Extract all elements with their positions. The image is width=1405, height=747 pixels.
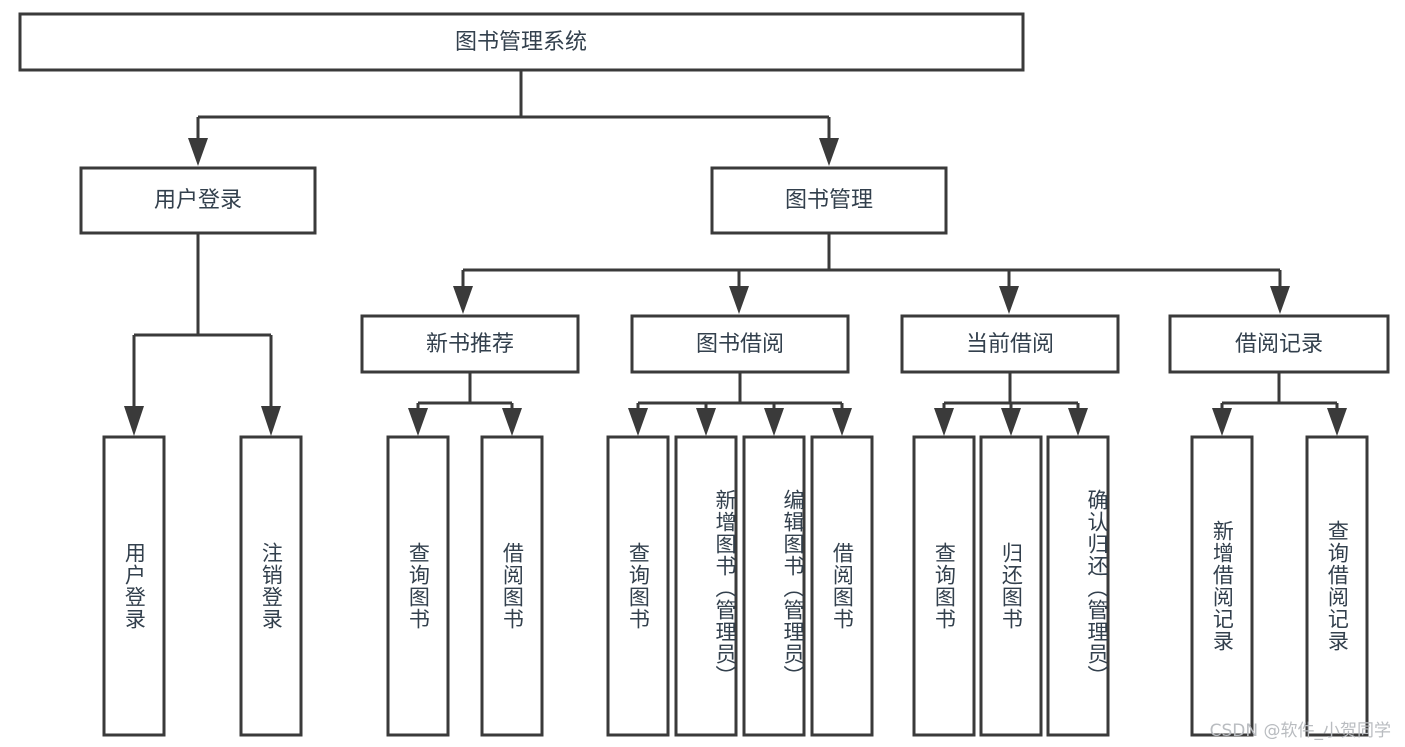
arrowhead-newbook-leaf-1 [408,408,428,436]
node-new-book-recommend-label: 新书推荐 [426,332,514,357]
leaf-rect-new-book-0[interactable] [386,435,450,737]
arrowhead-bookborrow-leaf-2 [696,408,716,436]
arrowhead-current-borrow [999,286,1019,314]
arrowhead-borrowrecords-leaf-2 [1327,408,1347,436]
arrowhead-currentborrow-leaf-1 [934,408,954,436]
leaf-rect-user-login-1[interactable] [239,435,303,737]
node-book-manage-label: 图书管理 [785,188,873,213]
arrowhead-currentborrow-leaf-2 [1001,408,1021,436]
arrowhead-borrow-records [1270,286,1290,314]
arrowhead-new-book-recommend [453,286,473,314]
connector-group-root [188,70,839,166]
node-current-borrow-rect[interactable] [900,314,1120,374]
node-book-borrow-rect[interactable] [630,314,850,374]
leaf-rect-current-borrow-1[interactable] [979,435,1043,737]
node-borrow-records-label: 借阅记录 [1235,332,1323,357]
arrowhead-bookborrow-leaf-4 [832,408,852,436]
node-book-manage-rect[interactable] [710,166,948,235]
node-root-rect[interactable] [18,12,1025,72]
leaf-rect-borrow-records-1[interactable] [1305,435,1369,737]
arrowhead-user-login [188,138,208,166]
connector-group-book-borrow [628,372,852,436]
connector-group-book-manage [453,233,1290,314]
arrowhead-book-manage [819,138,839,166]
arrowhead-leaf-user-login [124,406,144,436]
leaf-rect-current-borrow-0[interactable] [912,435,976,737]
arrowhead-book-borrow [729,286,749,314]
connector-group-new-book-recommend [408,372,522,436]
node-root-label: 图书管理系统 [455,30,587,55]
node-user-login-rect[interactable] [79,166,317,235]
arrowhead-leaf-logout [261,406,281,436]
node-current-borrow[interactable]: 当前借阅 [900,314,1120,374]
connector-group-user-login [124,233,281,436]
leaf-rect-borrow-records-0[interactable] [1190,435,1254,737]
node-user-login-label: 用户登录 [154,188,242,213]
node-current-borrow-label: 当前借阅 [966,332,1054,357]
node-root[interactable]: 图书管理系统 [18,12,1025,72]
connector-group-borrow-records [1212,372,1347,436]
arrowhead-borrowrecords-leaf-1 [1212,408,1232,436]
arrowhead-bookborrow-leaf-1 [628,408,648,436]
leaf-rect-current-borrow-2[interactable] [1046,435,1110,737]
node-borrow-records[interactable]: 借阅记录 [1168,314,1390,374]
node-book-borrow[interactable]: 图书借阅 [630,314,850,374]
node-book-borrow-label: 图书借阅 [696,332,784,357]
arrowhead-bookborrow-leaf-3 [764,408,784,436]
leaf-rect-user-login-0[interactable] [102,435,166,737]
node-new-book-recommend-rect[interactable] [360,314,580,374]
arrowhead-currentborrow-leaf-3 [1068,408,1088,436]
arrowhead-newbook-leaf-2 [502,408,522,436]
leaf-rect-book-borrow-3[interactable] [810,435,874,737]
leaf-rect-book-borrow-2[interactable] [742,435,806,737]
leaf-rect-book-borrow-1[interactable] [674,435,738,737]
leaf-rect-new-book-1[interactable] [480,435,544,737]
node-borrow-records-rect[interactable] [1168,314,1390,374]
node-book-manage[interactable]: 图书管理 [710,166,948,235]
node-new-book-recommend[interactable]: 新书推荐 [360,314,580,374]
connector-group-current-borrow [934,372,1088,436]
node-user-login[interactable]: 用户登录 [79,166,317,235]
leaf-rect-book-borrow-0[interactable] [606,435,670,737]
